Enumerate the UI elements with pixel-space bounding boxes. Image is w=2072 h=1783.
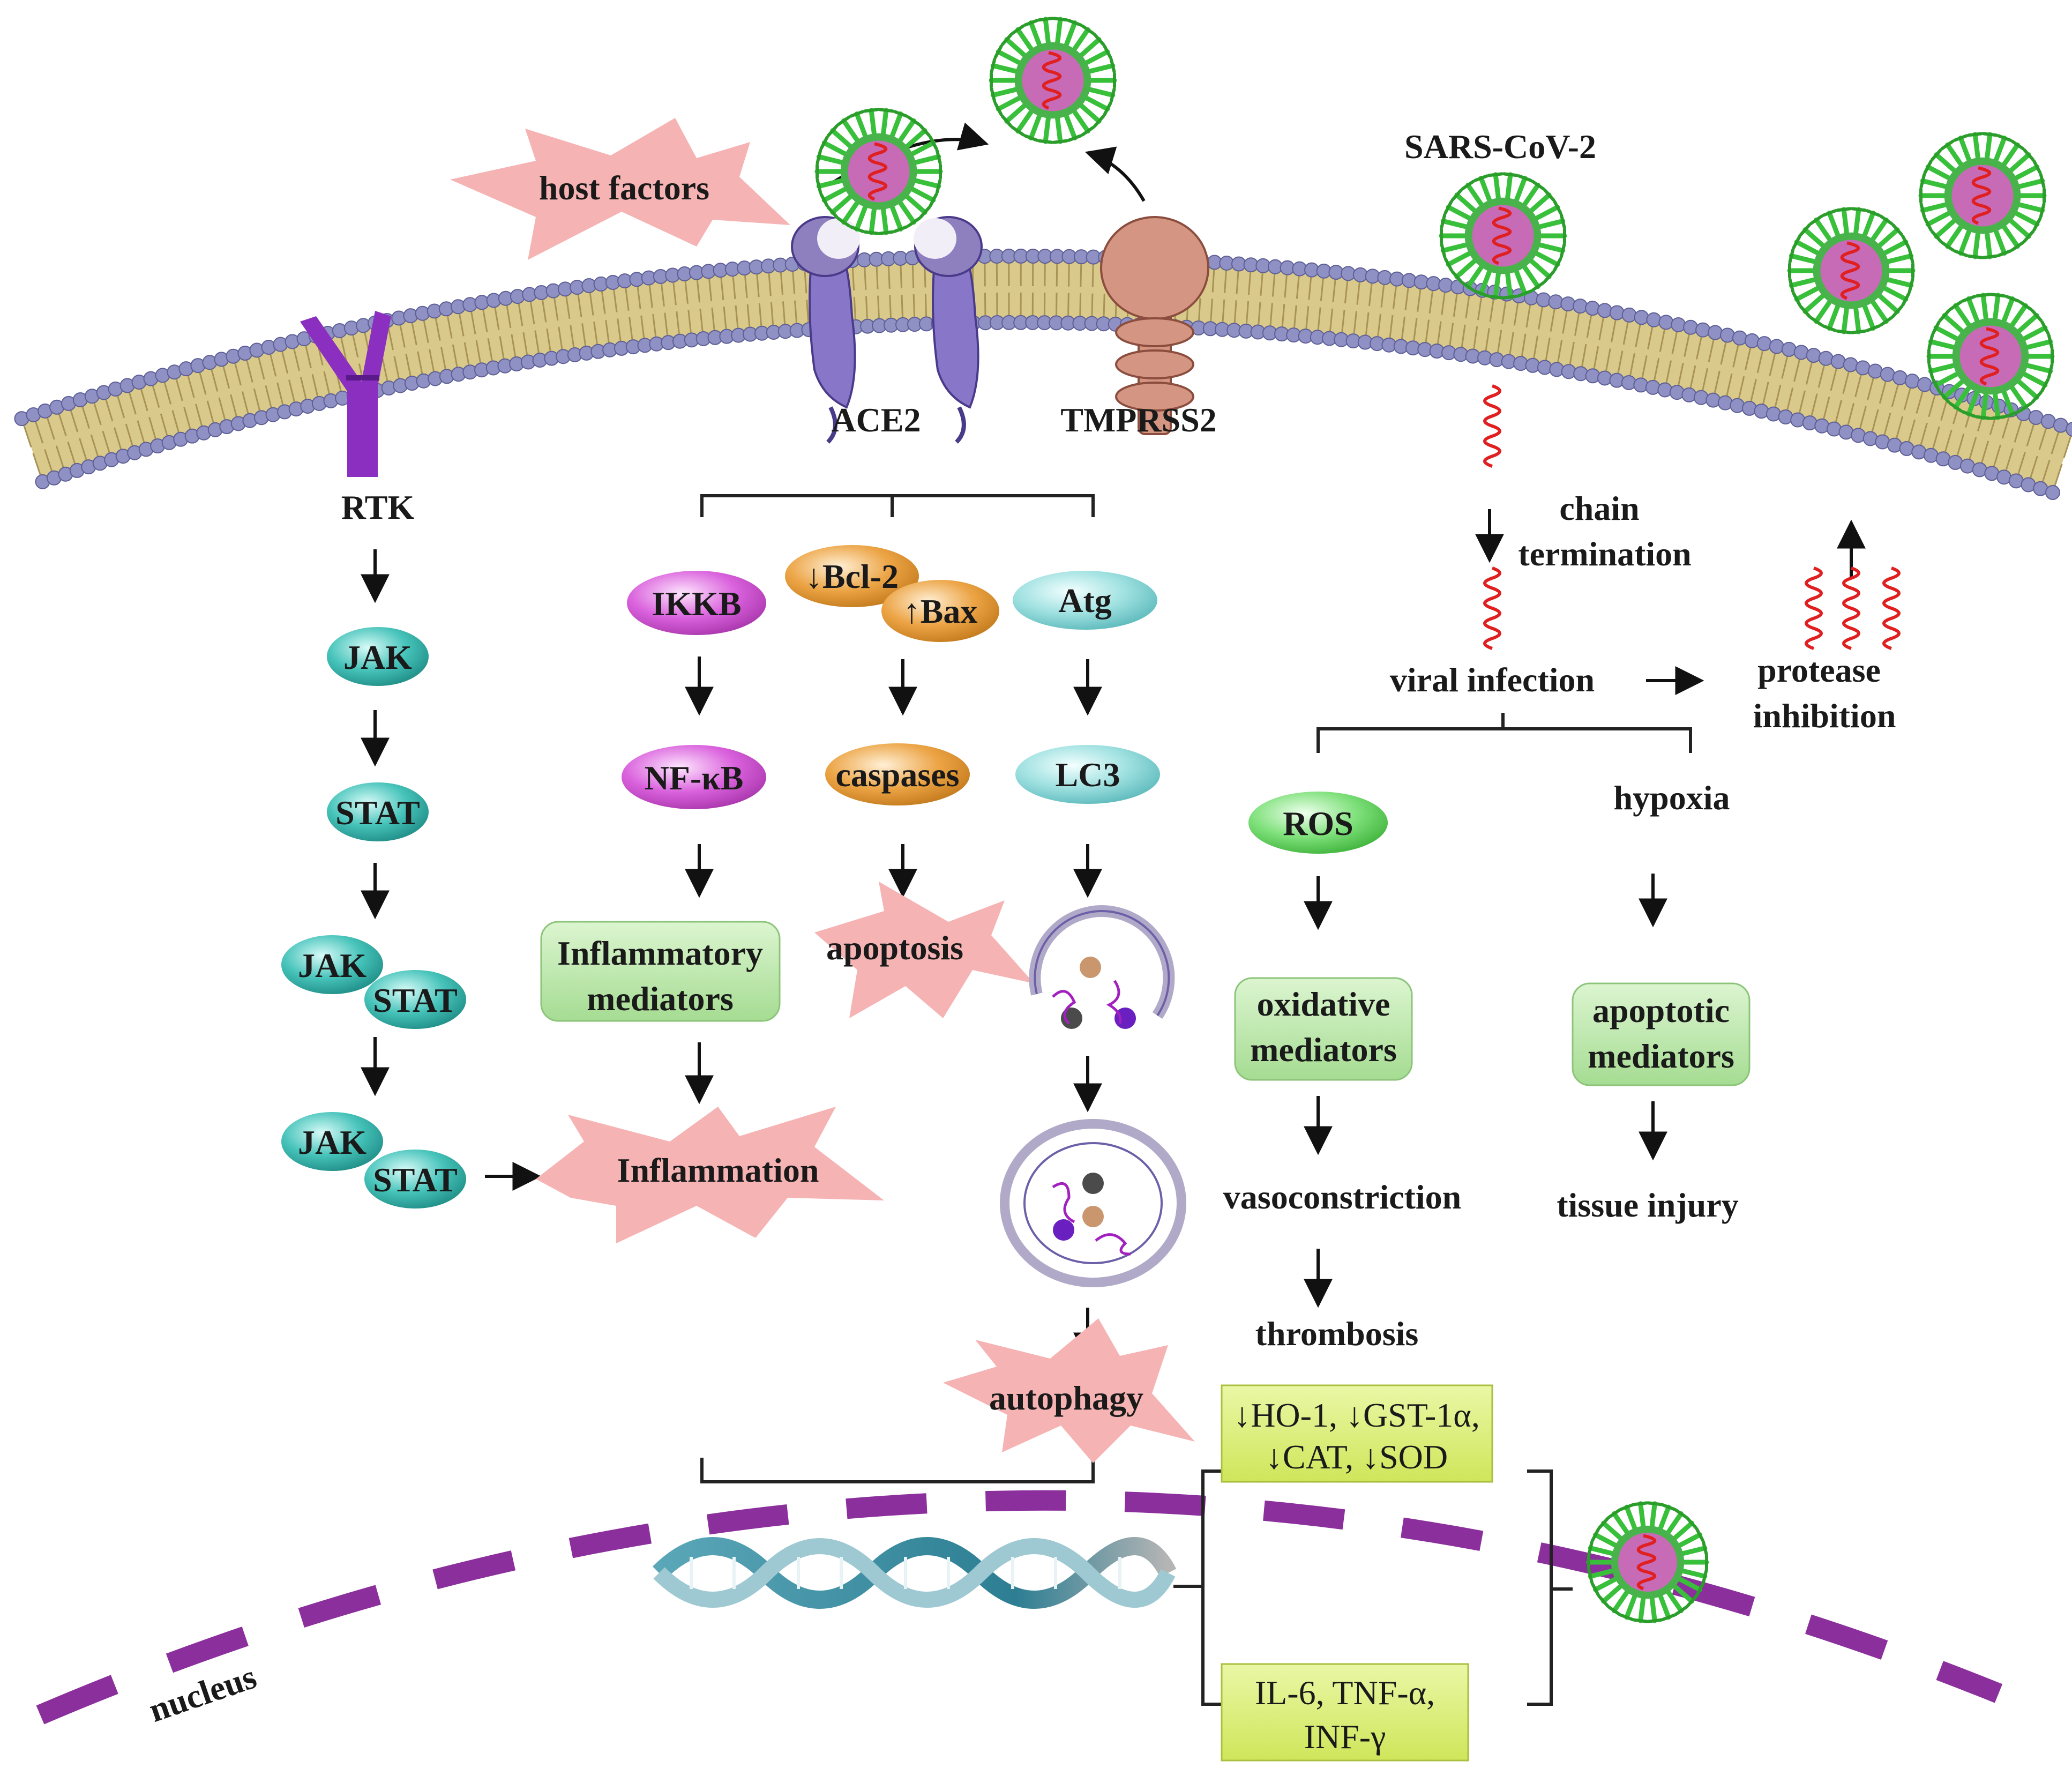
virus-particle	[817, 109, 940, 233]
box-antioxidant-enzymes: ↓HO-1, ↓GST-1α, ↓CAT, ↓SOD	[1222, 1385, 1492, 1482]
pill-nfkb-text: NF-κB	[645, 759, 744, 797]
autophagosome	[1005, 1124, 1181, 1282]
pill-ros: ROS	[1248, 792, 1388, 854]
phagophore	[1035, 911, 1169, 1029]
host-factors-label: host factors	[539, 169, 709, 207]
pill-lc3: LC3	[1015, 745, 1160, 804]
virus-particle	[1921, 133, 2044, 257]
box-cytokines-line1: IL-6, TNF-α,	[1255, 1674, 1435, 1712]
pill-stat-1: STAT	[327, 782, 429, 841]
box-antioxidant-enzymes-line2: ↓CAT, ↓SOD	[1266, 1438, 1448, 1476]
box-inflammatory-mediators: Inflammatory mediators	[541, 922, 780, 1021]
pill-nfkb: NF-κB	[622, 745, 766, 809]
pill-atg-text: Atg	[1058, 581, 1112, 620]
apoptosis-label: apoptosis	[826, 929, 963, 967]
pill-jak-3-text: JAK	[298, 1123, 366, 1161]
virus-particle	[1790, 208, 1913, 332]
pill-lc3-text: LC3	[1056, 756, 1120, 794]
cell-membrane	[14, 249, 2072, 499]
pill-jak-2-text: JAK	[298, 946, 366, 984]
pill-bax: ↑Bax	[881, 580, 999, 642]
thrombosis-label: thrombosis	[1255, 1315, 1419, 1353]
virus-particle	[1441, 174, 1565, 297]
dna-double-helix	[659, 1546, 1168, 1600]
pill-stat-3-text: STAT	[373, 1161, 458, 1199]
protease-label: protease	[1757, 651, 1881, 689]
box-cytokines-line2: INF-γ	[1304, 1718, 1386, 1756]
pill-bax-text: ↑Bax	[903, 592, 978, 630]
pill-caspases: caspases	[825, 743, 970, 805]
termination-label: termination	[1518, 535, 1692, 573]
pill-ikkb: IKKB	[627, 571, 766, 635]
pill-ros-text: ROS	[1283, 804, 1353, 842]
rtk-label: RTK	[341, 488, 415, 526]
ace2-label: ACE2	[831, 401, 921, 439]
nucleus-label: nucleus	[144, 1658, 261, 1729]
hypoxia-label: hypoxia	[1614, 779, 1730, 817]
box-oxidative-mediators: oxidative mediators	[1235, 978, 1412, 1080]
chain-label: chain	[1559, 489, 1639, 527]
box-oxidative-mediators-line1: oxidative	[1257, 985, 1390, 1023]
autophagy-label: autophagy	[989, 1379, 1143, 1417]
pill-atg: Atg	[1013, 571, 1157, 630]
pill-jak-stat-complex-2: JAK STAT	[281, 1112, 466, 1208]
box-cytokines: IL-6, TNF-α, INF-γ	[1222, 1664, 1468, 1760]
rna-strand	[1485, 386, 1500, 466]
pill-caspases-text: caspases	[835, 756, 959, 794]
rna-strand	[1884, 568, 1899, 648]
inhibition-label: inhibition	[1753, 697, 1896, 735]
rna-strand	[1485, 568, 1500, 648]
virus-particle	[1589, 1503, 1707, 1621]
rna-strand	[1844, 568, 1859, 648]
viral-infection-label: viral infection	[1390, 661, 1595, 699]
box-apoptotic-mediators-line1: apoptotic	[1592, 991, 1730, 1029]
pill-jak-1-text: JAK	[343, 638, 412, 676]
pill-jak-stat-complex-1: JAK STAT	[281, 935, 466, 1029]
pill-jak-1: JAK	[327, 627, 429, 686]
pill-bcl2-text: ↓Bcl-2	[805, 557, 899, 595]
rna-strand	[1806, 568, 1821, 648]
inflammation-label: Inflammation	[617, 1151, 819, 1189]
virus-particle	[991, 18, 1114, 142]
box-inflammatory-mediators-line2: mediators	[587, 980, 734, 1018]
box-apoptotic-mediators-line2: mediators	[1588, 1037, 1734, 1075]
vasoconstriction-label: vasoconstriction	[1223, 1178, 1461, 1216]
sars-cov-2-label: SARS-CoV-2	[1404, 128, 1596, 166]
tissue-injury-label: tissue injury	[1557, 1186, 1739, 1224]
tmprss2-label: TMPRSS2	[1060, 401, 1217, 439]
box-antioxidant-enzymes-line1: ↓HO-1, ↓GST-1α,	[1233, 1396, 1480, 1434]
pill-ikkb-text: IKKB	[652, 585, 741, 623]
pill-stat-2-text: STAT	[373, 981, 458, 1019]
box-oxidative-mediators-line2: mediators	[1250, 1031, 1397, 1069]
pill-stat-1-text: STAT	[335, 794, 420, 832]
box-apoptotic-mediators: apoptotic mediators	[1573, 983, 1749, 1085]
box-inflammatory-mediators-line1: Inflammatory	[557, 934, 763, 972]
membrane-lipid-tails	[21, 256, 2072, 493]
nucleus-envelope	[40, 1501, 1999, 1715]
